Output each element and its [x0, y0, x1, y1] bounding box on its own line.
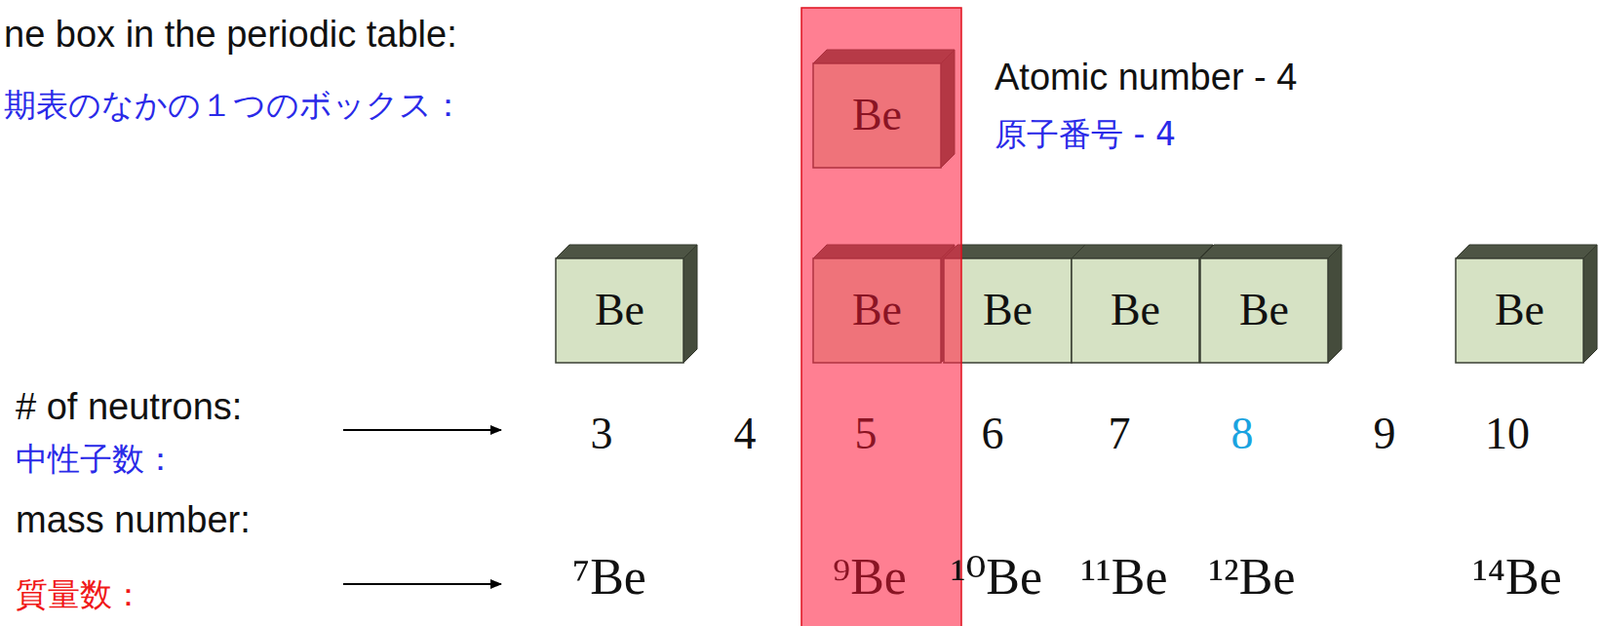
isotope-cube: Be [1455, 244, 1598, 363]
element-symbol: Be [1494, 285, 1545, 336]
row-label: 質量数： [15, 577, 145, 613]
cube-front [555, 258, 684, 363]
element-symbol: Be [852, 90, 902, 141]
neutron-count: 6 [981, 409, 1005, 460]
caption-text: 期表のなかの１つのボックス： [3, 87, 465, 123]
isotope-symbol: ⁹Be [832, 548, 907, 605]
cube-front-face: Be [943, 258, 1072, 363]
caption-text: ne box in the periodic table: [3, 14, 458, 56]
neutron-count: 9 [1373, 409, 1397, 460]
cube-side [1327, 244, 1342, 363]
cube-top [943, 244, 1086, 259]
cube-front-face: Be [813, 63, 941, 168]
neutron-count: 3 [590, 409, 614, 460]
atomic-number-note: 原子番号 - 4 [994, 117, 1176, 153]
isotope-cube: Be [1200, 244, 1342, 363]
neutron-count: 10 [1484, 409, 1530, 460]
isotope-symbol: ¹¹Be [1081, 548, 1169, 605]
isotope-cube: Be [1071, 244, 1213, 363]
cube-top [1455, 244, 1598, 259]
cube-front [943, 258, 1072, 363]
cube-front [1200, 258, 1328, 363]
cube-top [1200, 244, 1342, 259]
cube-front [813, 258, 941, 363]
isotope-cube: Be [813, 49, 955, 168]
cube-top [555, 244, 698, 259]
cube-side [940, 49, 955, 168]
neutron-count: 8 [1231, 409, 1254, 460]
isotope-cube: Be [943, 244, 1086, 363]
pointer-arrow [343, 583, 502, 586]
cube-front-face: Be [555, 258, 684, 363]
row-label: # of neutrons: [15, 387, 242, 429]
cube-side [940, 244, 955, 363]
cube-front-face: Be [813, 258, 941, 363]
element-symbol: Be [1110, 285, 1161, 336]
cube-front-face: Be [1071, 258, 1200, 363]
cube-front [1455, 258, 1584, 363]
cube-front-face: Be [1455, 258, 1584, 363]
row-label: mass number: [15, 500, 251, 542]
cube-side [1583, 244, 1598, 363]
atomic-number-note: Atomic number - 4 [994, 57, 1297, 99]
highlight-band [801, 7, 962, 626]
pointer-arrow [343, 429, 502, 431]
isotope-symbol: ¹⁴Be [1472, 548, 1561, 605]
neutron-count: 4 [734, 409, 757, 460]
cube-front [1071, 258, 1200, 363]
element-symbol: Be [852, 285, 902, 336]
element-symbol: Be [594, 285, 645, 336]
cube-top [813, 244, 955, 259]
isotope-symbol: ¹⁰Be [950, 548, 1043, 605]
isotope-symbol: ¹²Be [1209, 548, 1296, 605]
isotope-symbol: ⁷Be [572, 548, 647, 605]
cube-front-face: Be [1200, 258, 1328, 363]
isotope-cube: Be [813, 244, 955, 363]
neutron-count: 7 [1108, 409, 1132, 460]
element-symbol: Be [982, 285, 1033, 336]
cube-side [683, 244, 698, 363]
neutron-count: 5 [855, 409, 878, 460]
cube-top [813, 49, 955, 64]
row-label: 中性子数： [15, 441, 177, 477]
cube-front [813, 63, 941, 168]
cube-top [1071, 244, 1213, 259]
isotope-cube: Be [555, 244, 698, 363]
element-symbol: Be [1239, 285, 1289, 336]
